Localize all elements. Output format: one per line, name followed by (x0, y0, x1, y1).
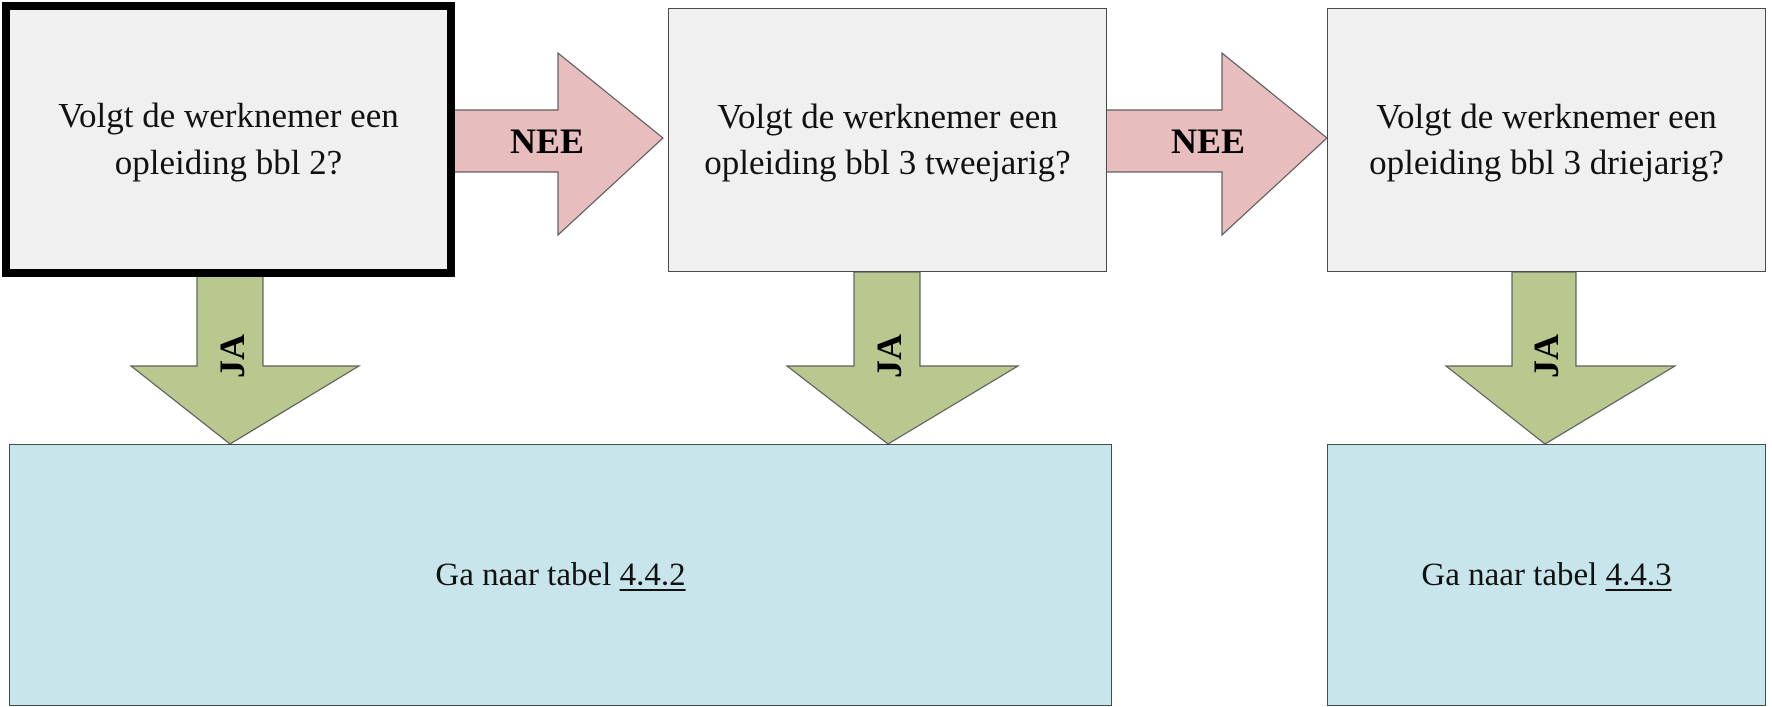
question-text-bbl3-driejarig: Volgt de werknemer een opleiding bbl 3 d… (1369, 94, 1724, 186)
question-line: Volgt de werknemer een (1376, 96, 1717, 136)
result-prefix: Ga naar tabel (435, 556, 620, 593)
question-text-bbl2: Volgt de werknemer een opleiding bbl 2? (58, 93, 398, 185)
yes-label: JA (212, 334, 252, 378)
yes-label: JA (1526, 334, 1566, 378)
table-link-4-4-3[interactable]: 4.4.3 (1605, 556, 1672, 593)
result-box-4-4-3: Ga naar tabel 4.4.3 (1327, 444, 1766, 706)
result-text: Ga naar tabel 4.4.2 (435, 557, 685, 594)
question-box-bbl3-driejarig: Volgt de werknemer een opleiding bbl 3 d… (1327, 8, 1766, 272)
no-label: NEE (510, 121, 585, 161)
result-text: Ga naar tabel 4.4.3 (1421, 557, 1671, 594)
yes-arrow-1 (129, 271, 362, 445)
question-text-bbl3-tweejarig: Volgt de werknemer een opleiding bbl 3 t… (704, 94, 1070, 186)
question-line: opleiding bbl 3 driejarig? (1369, 143, 1724, 182)
yes-arrow-2 (785, 271, 1021, 445)
result-box-4-4-2: Ga naar tabel 4.4.2 (9, 444, 1112, 706)
yes-label: JA (869, 334, 909, 378)
no-arrow-1 (449, 51, 664, 237)
question-line: Volgt de werknemer een (58, 96, 399, 136)
table-link-4-4-2[interactable]: 4.4.2 (619, 556, 686, 593)
question-line: opleiding bbl 2? (114, 142, 343, 182)
yes-arrow-3 (1444, 271, 1678, 445)
result-prefix: Ga naar tabel (1421, 556, 1606, 593)
no-arrow-2 (1105, 51, 1328, 237)
question-box-bbl2: Volgt de werknemer een opleiding bbl 2? (2, 2, 455, 277)
question-line: opleiding bbl 3 tweejarig? (704, 143, 1071, 182)
question-line: Volgt de werknemer een (717, 96, 1058, 136)
question-box-bbl3-tweejarig: Volgt de werknemer een opleiding bbl 3 t… (668, 8, 1107, 272)
no-label: NEE (1171, 121, 1246, 161)
